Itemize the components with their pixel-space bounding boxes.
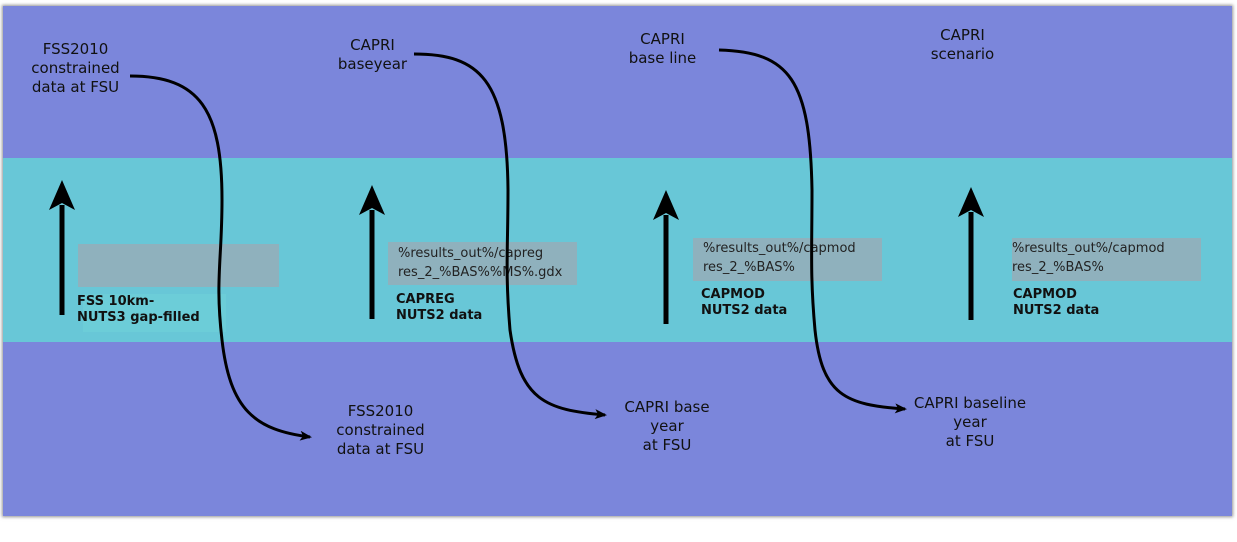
up-arrow-icon [653,190,679,324]
up-arrow-icon [49,180,75,315]
flow-arrow-fss2010 [129,74,312,441]
top-label-fss2010: FSS2010 constrained data at FSU [31,40,120,96]
bottom-label-capri-baseline-year-at-fsu: CAPRI baseline year at FSU [913,394,1027,450]
path-box-capmod-scenario: %results_out%/capmod res_2_%BAS% [1012,238,1201,281]
label-capreg-nuts2: CAPREG NUTS2 data [396,292,483,323]
top-label-capri-baseyear: CAPRI baseyear [337,36,408,73]
up-arrow-icon [359,185,385,319]
bottom-label-capri-base-year-at-fsu: CAPRI base year at FSU [624,398,710,454]
bottom-label-fss2010-at-fsu: FSS2010 constrained data at FSU [336,402,425,458]
label-highlight-box [83,294,226,332]
top-label-capri-baseline: CAPRI base line [628,30,697,67]
flow-arrow-capri-baseline [718,48,907,414]
up-arrow-icon [958,187,984,320]
top-label-capri-scenario: CAPRI scenario [930,26,995,63]
label-capmod-nuts2-baseline: CAPMOD NUTS2 data [701,287,788,318]
flow-arrow-capri-baseyear [413,52,607,420]
path-box-capmod-baseline: %results_out%/capmod res_2_%BAS% [693,238,882,281]
path-box-fss [78,244,279,287]
label-capmod-nuts2-scenario: CAPMOD NUTS2 data [1013,287,1100,318]
label-fss-10km-nuts3: FSS 10km- NUTS3 gap-filled [77,294,200,325]
